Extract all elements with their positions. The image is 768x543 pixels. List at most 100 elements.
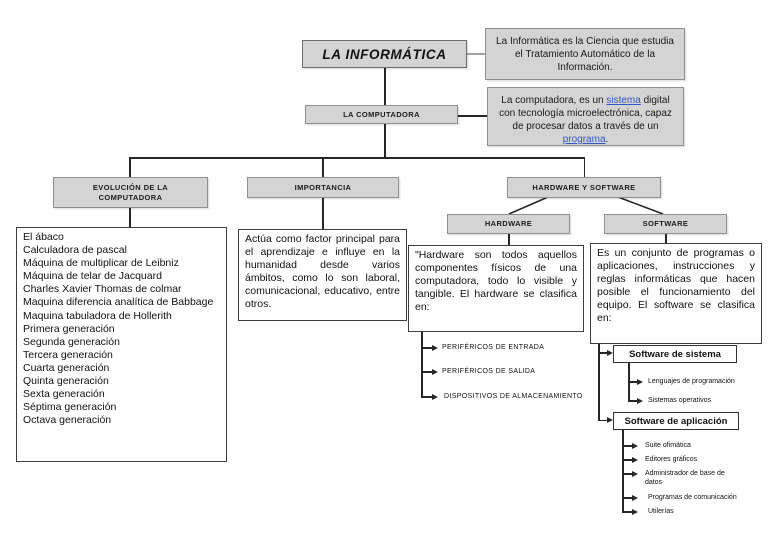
connector-line [628,363,630,402]
connector-line [458,115,487,117]
branch-importancia-box: IMPORTANCIA [247,177,399,198]
importancia-text-box: Actúa como factor principal para el apre… [238,229,407,321]
connector-line [384,68,386,105]
branch-evolucion-box: EVOLUCIÓN DE LA COMPUTADORA [53,177,208,208]
evolucion-item: Charles Xavier Thomas de colmar [23,283,182,296]
connector-line [622,445,632,447]
evolucion-item: Tercera generación [23,348,113,361]
evolucion-item: Primera generación [23,322,115,335]
software-aplicacion-item: Suite ofimática [645,442,691,449]
software-aplicacion-item: Utilerías [648,508,674,515]
software-sistema-item: Lenguajes de programación [648,378,735,385]
branch-evolucion-label-line2: COMPUTADORA [98,192,163,202]
software-aplicacion-item: Administrador de base de datos [645,470,725,486]
connector-line [421,347,432,349]
programa-link[interactable]: programa [562,134,606,145]
branch-hardware-software-box: HARDWARE Y SOFTWARE [507,177,661,198]
computadora-box: LA COMPUTADORA [305,105,458,124]
arrow-icon [632,471,638,477]
arrow-icon [632,495,638,501]
connector-line [598,419,607,421]
software-sistema-box: Software de sistema [613,345,737,363]
arrow-icon [432,369,438,375]
software-aplicacion-item: Programas de comunicación [648,494,737,501]
connector-line [622,497,632,499]
connector-line [622,430,624,512]
evolucion-item: Octava generación [23,414,112,427]
connector-line [129,157,585,159]
evolucion-item: El ábaco [23,231,64,243]
arrow-icon [607,350,613,356]
definition-text-part: . [605,134,609,145]
evolucion-item: Segunda generación [23,335,120,348]
importancia-text: Actúa como factor principal para el apre… [245,233,400,310]
computadora-label: LA COMPUTADORA [343,109,420,119]
software-header-box: SOFTWARE [604,214,727,234]
branch-hardware-software-label: HARDWARE Y SOFTWARE [532,182,636,192]
connector-line [322,157,324,177]
branch-evolucion-label-line1: EVOLUCIÓN DE LA [92,183,169,192]
connector-line [628,381,637,383]
software-description-box: Es un conjunto de programas o aplicacion… [590,243,762,344]
arrow-icon [632,443,638,449]
connector-line [665,234,667,243]
definition-text-part: La computadora, es un [501,95,607,106]
evolucion-list-box: El ábaco Calculadora de pascal Máquina d… [16,227,227,462]
informatica-definition-text: La Informática es la Ciencia que estudia… [496,35,674,73]
connector-line [467,53,485,55]
connector-line [508,234,510,245]
evolucion-item: Maquina diferencia analítica de Babbage [23,296,214,309]
software-aplicacion-box: Software de aplicación [613,412,739,430]
evolucion-item: Séptima generación [23,401,117,414]
software-aplicacion-item: Editores gráficos [645,456,698,463]
hardware-description-box: "Hardware son todos aquellos componentes… [408,245,584,332]
hardware-description-text: "Hardware son todos aquellos componentes… [415,249,577,313]
evolucion-item: Sexta generación [23,388,105,401]
connector-line [622,459,632,461]
main-title-box: LA INFORMÁTICA [302,40,467,68]
connector-line [421,396,432,398]
arrow-icon [637,379,643,385]
connector-line [129,208,131,227]
evolucion-item: Máquina de telar de Jacquard [23,270,162,283]
connector-line [421,332,423,398]
arrow-icon [632,509,638,515]
arrow-icon [632,457,638,463]
main-title: LA INFORMÁTICA [322,46,447,62]
connector-line [384,124,386,158]
evolucion-item: Maquina tabuladora de Hollerith [23,309,172,322]
evolucion-item: Máquina de multiplicar de Leibniz [23,257,179,270]
branch-importancia-label: IMPORTANCIA [294,182,352,192]
sistema-link[interactable]: sistema [606,95,641,106]
connector-line [622,511,632,513]
evolucion-item: Quinta generación [23,375,109,388]
connector-line [421,371,432,373]
computadora-definition-box: La computadora, es un sistema digital co… [487,87,684,146]
connector-line [322,198,324,229]
informatica-definition-box: La Informática es la Ciencia que estudia… [485,28,685,80]
arrow-icon [432,345,438,351]
arrow-icon [637,398,643,404]
software-description-text: Es un conjunto de programas o aplicacion… [597,247,755,324]
evolucion-item: Cuarta generación [23,361,110,374]
arrow-icon [432,394,438,400]
software-sistema-label: Software de sistema [629,348,721,360]
hardware-item-label: PERIFÉRICOS DE SALIDA [442,368,536,375]
hardware-item-label: PERIFÉRICOS DE ENTRADA [442,344,545,351]
connector-line [583,157,585,177]
connector-line [598,344,600,421]
definition-text-part: digital con tecnología microelectrónica,… [499,95,672,132]
connector-diagonals [508,196,664,215]
software-sistema-item: Sistemas operativos [648,397,712,404]
hardware-header-label: HARDWARE [484,219,533,229]
connector-line [129,157,131,177]
evolucion-item: Calculadora de pascal [23,244,127,257]
hardware-item-label: DISPOSITIVOS DE ALMACENAMIENTO [444,393,583,400]
connector-line [628,400,637,402]
connector-line [622,473,632,475]
software-header-label: SOFTWARE [642,219,689,229]
connector-line [598,352,607,354]
arrow-icon [607,417,613,423]
hardware-header-box: HARDWARE [447,214,570,234]
